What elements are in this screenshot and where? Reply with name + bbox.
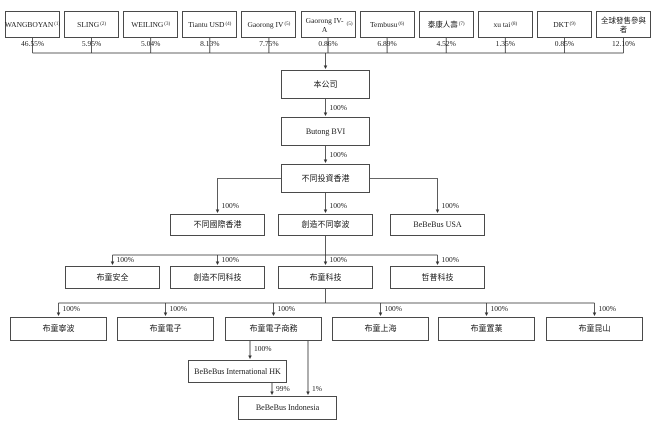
- entity-name: 布童上海: [364, 324, 397, 334]
- entity-box-company: 本公司: [281, 70, 370, 99]
- entity-name: 布童寧波: [42, 324, 75, 334]
- shareholder-name: SLING: [77, 20, 100, 29]
- entity-box-butong-bvi: Butong BVI: [281, 117, 370, 146]
- entity-name: 創造不同科技: [193, 272, 242, 282]
- shareholder-box-dkt: DKT(9): [536, 11, 592, 38]
- entity-name: 布童電子商務: [249, 324, 298, 334]
- shareholder-box-gaorong-iv: Gaorong IV(5): [241, 11, 297, 38]
- entity-box-butong-electronics: 布童電子: [117, 317, 214, 341]
- shareholder-box-tiantu-usd: Tiantu USD(4): [182, 11, 238, 38]
- ownership-pct: 100%: [329, 103, 348, 112]
- ownership-pct: 100%: [329, 150, 348, 159]
- entity-box-zhepu-technology: 哲普科技: [390, 266, 485, 289]
- entity-name: 不同投資香港: [301, 173, 350, 183]
- shareholding-pct: 5.95%: [81, 39, 102, 48]
- shareholder-name: Gaorong IV: [247, 20, 284, 29]
- shareholder-name: Tiantu USD: [188, 20, 225, 29]
- shareholder-name: WEILING: [131, 20, 164, 29]
- shareholder-box-tembusu: Tembusu(6): [359, 11, 415, 38]
- entity-name: 布童電子: [149, 324, 182, 334]
- ownership-pct: 100%: [441, 255, 460, 264]
- entity-name: BeBeBus Indonesia: [255, 403, 320, 413]
- ownership-pct: 100%: [221, 201, 240, 210]
- shareholder-name: Gaorong IV-A: [305, 15, 344, 34]
- entity-name: BeBeBus International HK: [194, 366, 281, 376]
- shareholding-pct: 7.75%: [259, 39, 279, 48]
- shareholder-box-global-offering-participants: 全球發售參與者: [596, 11, 651, 38]
- entity-name: 創造不同寧波: [301, 220, 350, 230]
- shareholder-name: xu tai: [493, 20, 511, 29]
- ownership-pct: 99%: [276, 384, 290, 393]
- shareholder-box-weiling: WEILING(3): [123, 11, 179, 38]
- ownership-pct: 100%: [329, 201, 348, 210]
- entity-box-chuangzao-butong-ningbo: 創造不同寧波: [278, 214, 373, 236]
- entity-box-butong-ningbo: 布童寧波: [10, 317, 107, 341]
- entity-box-butong-technology: 布童科技: [278, 266, 373, 289]
- shareholding-pct: 8.13%: [200, 39, 220, 48]
- shareholding-pct: 1.35%: [495, 39, 515, 48]
- entity-box-bebebus-indonesia: BeBeBus Indonesia: [238, 396, 337, 420]
- shareholder-name: Tembusu: [369, 20, 398, 29]
- shareholder-box-taikang-life: 泰康人壽(7): [418, 11, 474, 38]
- shareholder-name: WANGBOYAN: [4, 20, 54, 29]
- entity-name: Butong BVI: [305, 126, 346, 136]
- entity-name: 布童昆山: [578, 324, 611, 334]
- entity-box-bebebus-international-hk: BeBeBus International HK: [188, 360, 287, 383]
- entity-name: 布童科技: [309, 272, 342, 282]
- shareholder-box-wangboyan: WANGBOYAN(1): [5, 11, 60, 38]
- shareholder-name: 全球發售參與者: [601, 15, 646, 34]
- entity-box-chuangzao-butong-technology: 創造不同科技: [170, 266, 265, 289]
- shareholder-box-sling: SLING(2): [64, 11, 120, 38]
- entity-box-butong-zhiye: 布童置業: [438, 317, 535, 341]
- ownership-pct: 100%: [598, 304, 617, 313]
- ownership-pct: 100%: [221, 255, 240, 264]
- shareholding-pct: 6.89%: [377, 39, 397, 48]
- shareholder-box-gaorong-iv-a: Gaorong IV-A(5): [300, 11, 356, 38]
- entity-box-butong-investment-hk: 不同投資香港: [281, 164, 370, 193]
- shareholding-pct: 0.86%: [318, 39, 338, 48]
- ownership-pct: 100%: [116, 255, 135, 264]
- entity-name: 不同國際香港: [193, 220, 242, 230]
- ownership-pct: 100%: [441, 201, 460, 210]
- shareholding-pct: 4.52%: [436, 39, 456, 48]
- shareholder-name: 泰康人壽: [427, 20, 458, 29]
- shareholder-box-xu-tai: xu tai(8): [477, 11, 533, 38]
- ownership-pct: 100%: [254, 344, 272, 353]
- ownership-pct: 100%: [329, 255, 348, 264]
- entity-name: 本公司: [313, 79, 338, 89]
- entity-box-butong-safety: 布童安全: [65, 266, 160, 289]
- ownership-pct: 100%: [384, 304, 403, 313]
- entity-box-butong-kunshan: 布童昆山: [546, 317, 643, 341]
- entity-box-bebebus-usa: BeBeBus USA: [390, 214, 485, 236]
- ownership-pct: 100%: [169, 304, 188, 313]
- entity-box-butong-international-hk: 不同國際香港: [170, 214, 265, 236]
- entity-name: 布童安全: [96, 272, 129, 282]
- ownership-pct: 100%: [62, 304, 81, 313]
- entity-name: BeBeBus USA: [413, 220, 462, 230]
- shareholding-pct: 0.85%: [554, 39, 575, 48]
- shareholding-pct: 12.10%: [611, 39, 636, 48]
- entity-box-butong-shanghai: 布童上海: [332, 317, 429, 341]
- entity-name: 布童置業: [470, 324, 503, 334]
- shareholding-pct: 5.04%: [141, 39, 161, 48]
- entity-box-butong-ecommerce: 布童電子商務: [225, 317, 322, 341]
- ownership-pct: 1%: [312, 384, 322, 393]
- ownership-pct: 100%: [277, 304, 296, 313]
- shareholding-pct: 46.55%: [20, 39, 45, 48]
- shareholder-name: DKT: [553, 20, 569, 29]
- ownership-pct: 100%: [490, 304, 509, 313]
- entity-name: 哲普科技: [421, 272, 454, 282]
